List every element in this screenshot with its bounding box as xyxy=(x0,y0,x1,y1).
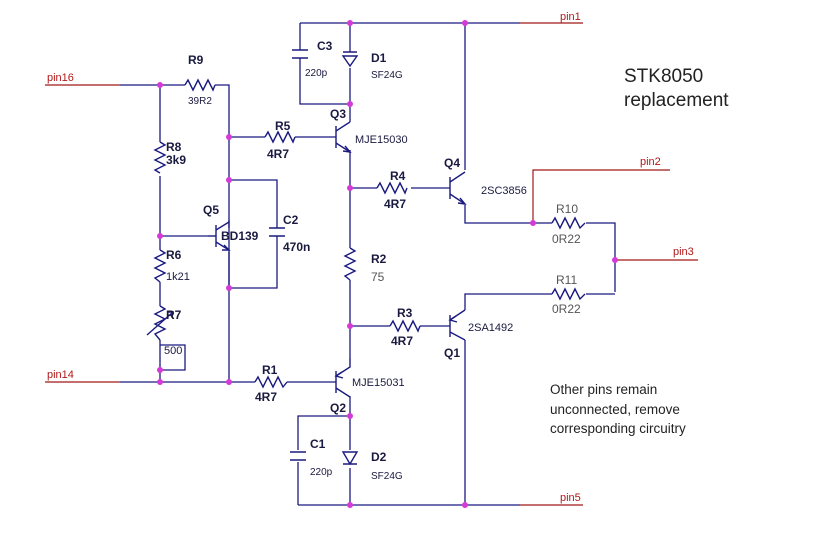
R8-name: R8 xyxy=(166,140,182,154)
R4-value: 4R7 xyxy=(384,197,406,211)
R3-value: 4R7 xyxy=(391,334,413,348)
R8-value: 3k9 xyxy=(166,153,186,167)
Q5-name: Q5 xyxy=(203,203,219,217)
pin5-label: pin5 xyxy=(560,492,581,504)
resistor-R5 xyxy=(264,130,296,144)
R7-name: R7 xyxy=(166,308,182,322)
title-line2: replacement xyxy=(624,90,729,111)
resistor-R6 xyxy=(153,249,167,283)
R5-value: 4R7 xyxy=(267,147,289,161)
diode-D2 xyxy=(341,451,359,466)
resistor-R2 xyxy=(343,247,357,281)
junctions xyxy=(157,20,618,508)
C3-value: 220p xyxy=(305,68,328,79)
D2-name: D2 xyxy=(371,450,387,464)
C3-name: C3 xyxy=(317,39,333,53)
resistor-R1 xyxy=(254,375,288,389)
transistor-Q4 xyxy=(449,171,467,205)
Q2-name: Q2 xyxy=(330,401,346,415)
R6-name: R6 xyxy=(166,248,182,262)
wires xyxy=(45,22,698,506)
R2-name: R2 xyxy=(371,252,387,266)
R5-name: R5 xyxy=(275,119,291,133)
C2-name: C2 xyxy=(283,213,299,227)
Q3-value: MJE15030 xyxy=(355,134,408,146)
resistor-R3 xyxy=(389,319,421,333)
pin1-label: pin1 xyxy=(560,11,581,23)
capacitor-C2 xyxy=(269,227,285,240)
R10-value: 0R22 xyxy=(552,232,581,246)
pin3-label: pin3 xyxy=(673,246,694,258)
resistor-R4 xyxy=(376,181,408,195)
R1-name: R1 xyxy=(262,363,278,377)
R4-name: R4 xyxy=(390,169,406,183)
R1-value: 4R7 xyxy=(255,390,277,404)
transistor-Q3 xyxy=(335,121,352,153)
resistor-R10 xyxy=(551,216,586,230)
D1-name: D1 xyxy=(371,51,387,65)
note-line1: Other pins remain xyxy=(550,382,657,397)
C1-name: C1 xyxy=(310,437,326,451)
transistor-Q1 xyxy=(448,309,466,341)
pin16-label: pin16 xyxy=(47,72,74,84)
R6-value: 1k21 xyxy=(166,271,190,283)
potentiometer-R7 xyxy=(146,305,174,341)
Q5-value: BD139 xyxy=(221,229,259,243)
resistor-R8 xyxy=(153,141,167,174)
R11-name: R11 xyxy=(556,273,577,287)
D1-value: SF24G xyxy=(371,70,403,81)
pin2-label: pin2 xyxy=(640,156,661,168)
Q4-name: Q4 xyxy=(444,156,460,170)
Q4-value: 2SC3856 xyxy=(481,185,527,197)
Q1-name: Q1 xyxy=(444,346,460,360)
Q2-value: MJE15031 xyxy=(352,377,405,389)
capacitor-C1 xyxy=(290,451,306,461)
R3-name: R3 xyxy=(397,306,413,320)
note-line2: unconnected, remove xyxy=(550,402,680,417)
transistor-Q5 xyxy=(208,221,231,251)
resistor-R9 xyxy=(184,78,216,92)
D2-value: SF24G xyxy=(371,471,403,482)
transistor-Q2 xyxy=(334,358,351,398)
R9-value: 39R2 xyxy=(188,96,212,107)
note-line3: corresponding circuitry xyxy=(550,421,686,436)
title-line1: STK8050 xyxy=(624,66,703,87)
R7-value: 500 xyxy=(164,345,182,357)
C1-value: 220p xyxy=(310,467,333,478)
C2-value: 470n xyxy=(283,240,310,254)
diode-D1 xyxy=(341,51,359,68)
resistor-R11 xyxy=(551,287,586,301)
pin14-label: pin14 xyxy=(47,369,74,381)
Q3-name: Q3 xyxy=(330,107,346,121)
R11-value: 0R22 xyxy=(552,302,581,316)
R10-name: R10 xyxy=(556,202,578,216)
R2-value: 75 xyxy=(371,270,385,284)
R9-name: R9 xyxy=(188,53,204,67)
Q1-value: 2SA1492 xyxy=(468,322,513,334)
capacitor-C3 xyxy=(292,49,308,62)
